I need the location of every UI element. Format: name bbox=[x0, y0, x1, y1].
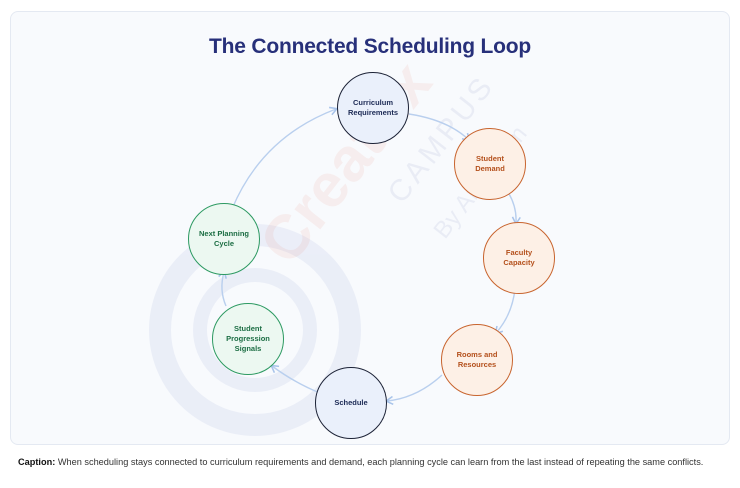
caption: Caption: When scheduling stays connected… bbox=[18, 456, 718, 469]
arrow-demand-to-faculty bbox=[507, 191, 521, 226]
node-label: Next Planning Cycle bbox=[198, 228, 249, 248]
arrow-nextcycle-to-curriculum bbox=[231, 106, 339, 210]
node-label: Student Progression Signals bbox=[226, 323, 270, 354]
node-label: Student Demand bbox=[475, 153, 505, 173]
node-faculty-capacity: Faculty Capacity bbox=[483, 222, 555, 294]
node-label: Faculty Capacity bbox=[503, 247, 535, 267]
node-next-planning-cycle: Next Planning Cycle bbox=[188, 203, 260, 275]
diagram-title: The Connected Scheduling Loop bbox=[208, 35, 532, 58]
node-student-progression-signals: Student Progression Signals bbox=[212, 303, 284, 375]
node-rooms-and-resources: Rooms and Resources bbox=[441, 324, 513, 396]
caption-label: Caption: bbox=[18, 457, 56, 467]
node-label: Schedule bbox=[334, 397, 368, 407]
node-label: Rooms and Resources bbox=[456, 349, 498, 369]
node-curriculum-requirements: Curriculum Requirements bbox=[337, 72, 409, 144]
node-schedule: Schedule bbox=[315, 367, 387, 439]
node-label: Curriculum Requirements bbox=[347, 97, 398, 117]
arrow-faculty-to-rooms bbox=[494, 288, 516, 335]
caption-text: When scheduling stays connected to curri… bbox=[57, 457, 704, 467]
arrow-rooms-to-schedule bbox=[384, 374, 443, 406]
node-student-demand: Student Demand bbox=[454, 128, 526, 200]
